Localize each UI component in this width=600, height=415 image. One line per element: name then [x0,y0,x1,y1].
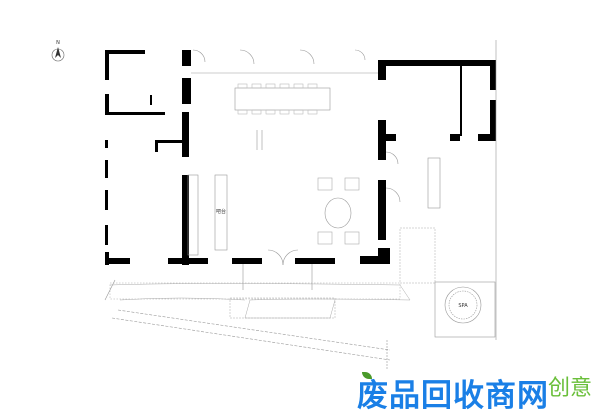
pebble-paving [109,227,436,319]
walls [105,50,496,265]
interior-lines [104,40,497,370]
watermark-main: 废品回收商网 [357,378,549,414]
north-label: N [56,40,60,46]
bar-label: 吧台 [216,208,226,215]
spa-label: SPA [458,303,468,309]
north-arrow-icon [51,47,65,62]
leaf-icon [362,372,372,379]
watermark-side: 创意 [548,376,593,401]
